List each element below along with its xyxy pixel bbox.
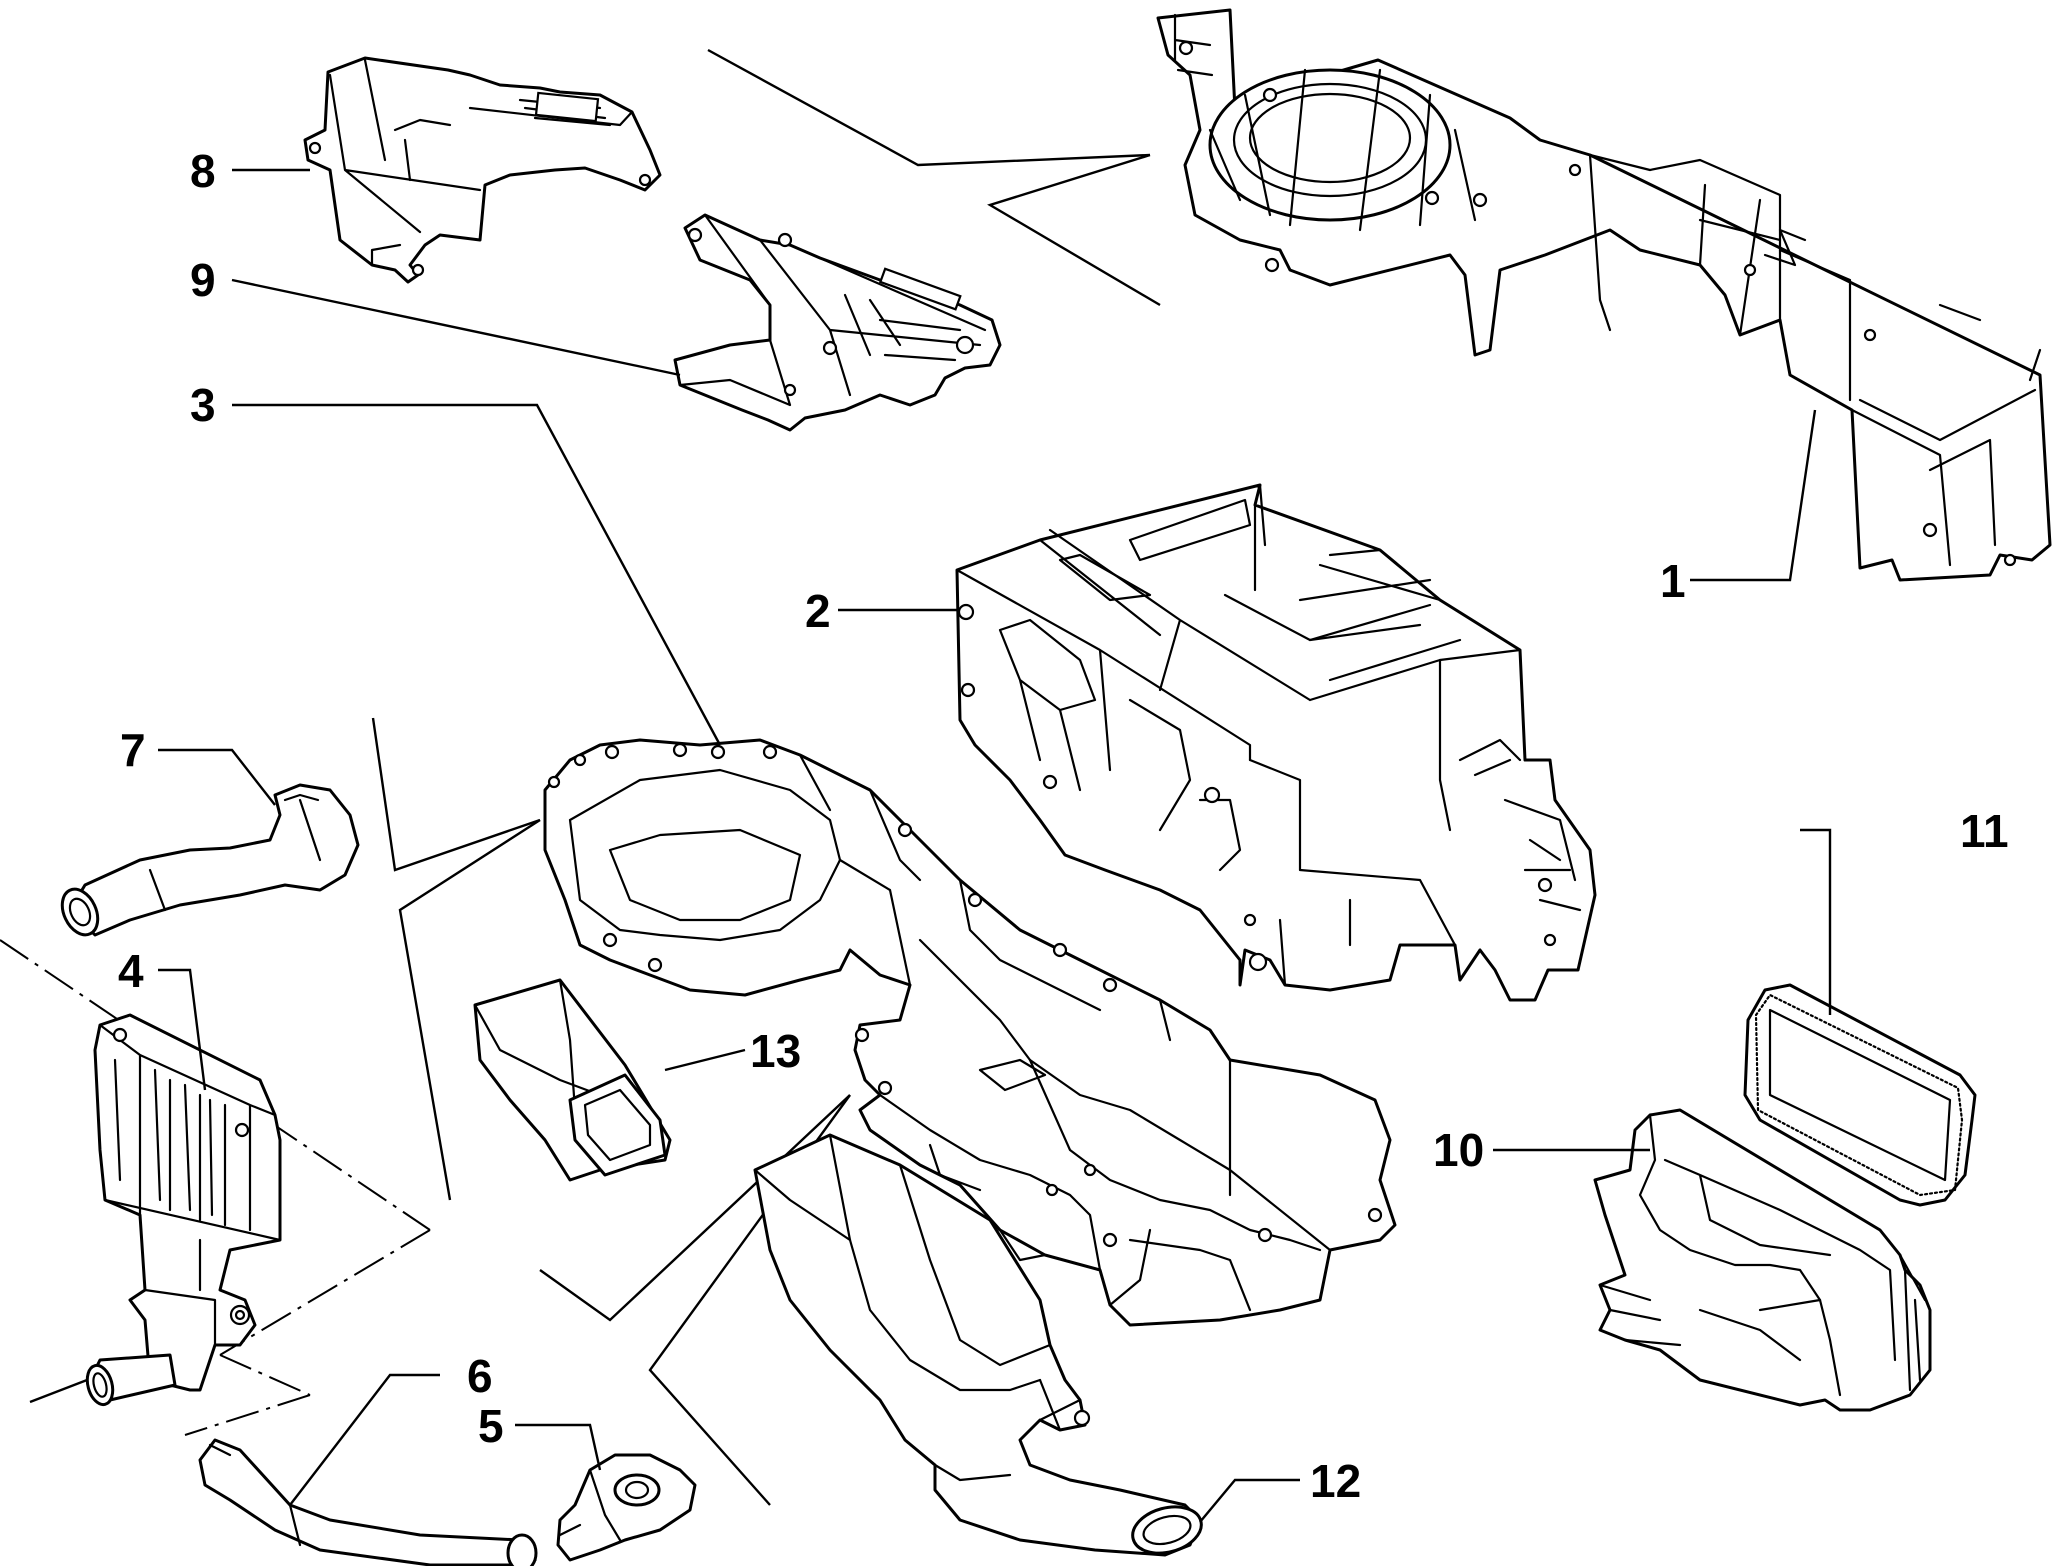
part-1-blower-housing — [1156, 8, 2052, 582]
callout-1: 1 — [1660, 555, 1686, 607]
part-2-heater-box — [955, 483, 1597, 1002]
part-12-lower-duct — [753, 1133, 1203, 1557]
part-9-bracket — [673, 213, 1002, 432]
part-7-upper-hose — [60, 783, 360, 937]
part-5-fitting — [556, 1453, 697, 1562]
callout-3: 3 — [190, 379, 216, 431]
callout-10: 10 — [1433, 1124, 1484, 1176]
callout-7: 7 — [120, 724, 146, 776]
callout-leaders — [158, 168, 1832, 1523]
part-10-filter-frame — [1593, 1108, 1932, 1412]
part-3-lower-housing — [543, 738, 1397, 1327]
callout-4: 4 — [118, 945, 144, 997]
callout-11: 11 — [1960, 805, 2009, 857]
callout-6: 6 — [467, 1350, 493, 1402]
part-8-upper-duct-cover — [303, 56, 662, 284]
callout-12: 12 — [1310, 1455, 1361, 1507]
callout-5: 5 — [478, 1400, 504, 1452]
callout-2: 2 — [805, 585, 831, 637]
part-4-valve-assembly — [85, 1013, 282, 1407]
part-13-duct-piece — [473, 978, 672, 1182]
callout-8: 8 — [190, 145, 216, 197]
callout-labels: 1 2 3 4 5 6 7 8 9 10 11 12 13 — [118, 145, 2009, 1507]
callout-9: 9 — [190, 254, 216, 306]
callout-13: 13 — [750, 1025, 801, 1077]
part-6-lower-hose — [198, 1438, 538, 1566]
part-11-gasket — [1743, 983, 1977, 1207]
